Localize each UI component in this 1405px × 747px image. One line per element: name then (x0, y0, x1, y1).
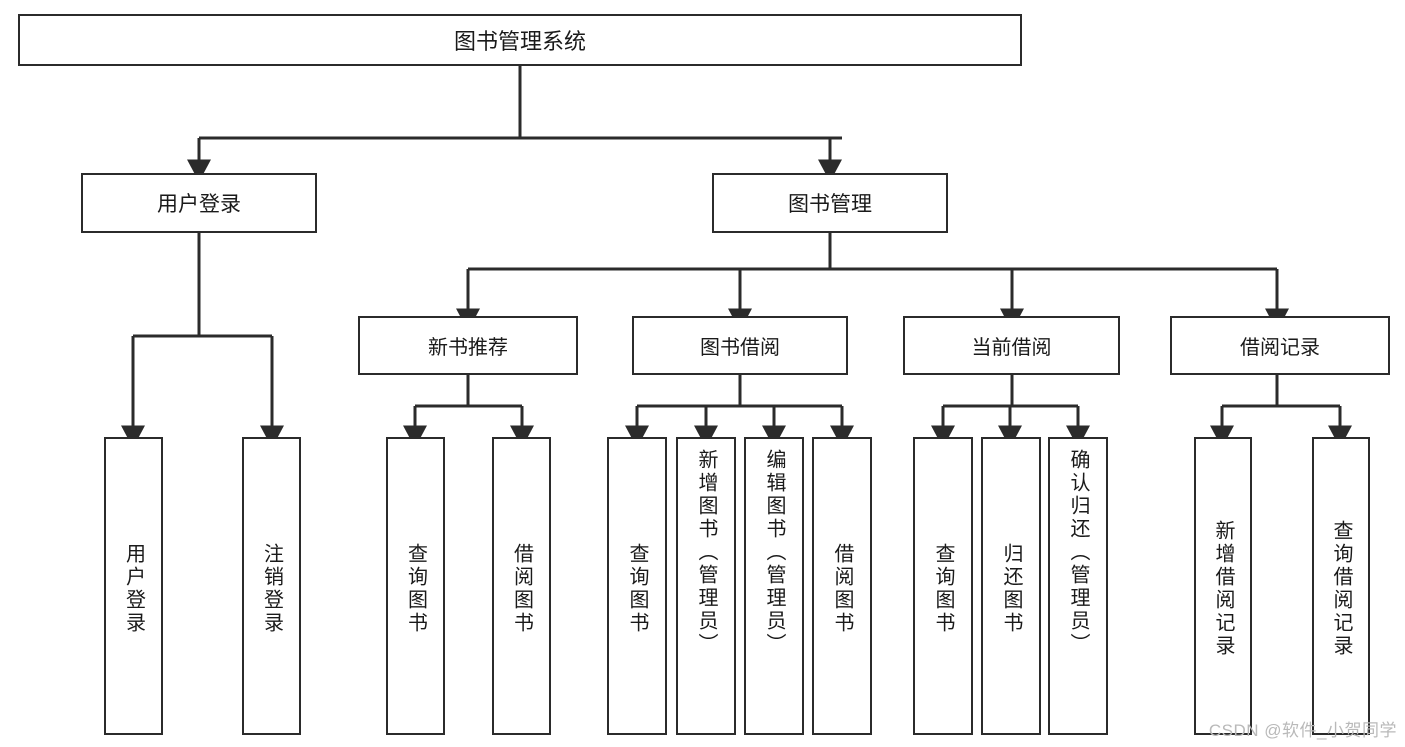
leaf-text-wrap: 用户登录 (106, 445, 161, 733)
leaf-borrow-add-book-admin[interactable]: 新增图书（管理员） (676, 437, 736, 735)
leaf-record-query-record[interactable]: 查询借阅记录 (1312, 437, 1370, 735)
leaf-recommend-borrow-book[interactable]: 借阅图书 (492, 437, 551, 735)
leaf-label: 编辑图书（管理员） (763, 449, 785, 656)
leaf-current-confirm-return-admin[interactable]: 确认归还（管理员） (1048, 437, 1108, 735)
leaf-text-wrap: 查询借阅记录 (1314, 445, 1368, 733)
leaf-label: 归还图书 (1000, 543, 1022, 635)
leaf-label: 借阅图书 (510, 543, 533, 635)
leaf-record-add-record[interactable]: 新增借阅记录 (1194, 437, 1252, 735)
leaf-current-return-book[interactable]: 归还图书 (981, 437, 1041, 735)
node-label: 用户登录 (157, 193, 241, 216)
leaf-text-wrap: 查询图书 (388, 445, 443, 733)
leaf-label: 查询图书 (932, 543, 954, 635)
node-label: 图书管理 (788, 193, 872, 216)
leaf-label: 用户登录 (122, 543, 145, 635)
leaf-text-wrap: 新增图书（管理员） (678, 445, 734, 737)
node-root-system[interactable]: 图书管理系统 (18, 14, 1022, 66)
leaf-current-query-book[interactable]: 查询图书 (913, 437, 973, 735)
leaf-text-wrap: 新增借阅记录 (1196, 445, 1250, 733)
node-book-borrow[interactable]: 图书借阅 (632, 316, 848, 375)
leaf-label: 查询借阅记录 (1330, 520, 1352, 658)
leaf-user-login-signin[interactable]: 用户登录 (104, 437, 163, 735)
leaf-borrow-borrow-book[interactable]: 借阅图书 (812, 437, 872, 735)
leaf-text-wrap: 借阅图书 (494, 445, 549, 733)
node-label: 图书管理系统 (453, 29, 586, 54)
leaf-borrow-edit-book-admin[interactable]: 编辑图书（管理员） (744, 437, 804, 735)
leaf-recommend-query-book[interactable]: 查询图书 (386, 437, 445, 735)
leaf-text-wrap: 归还图书 (983, 445, 1039, 733)
leaf-text-wrap: 注销登录 (244, 445, 299, 733)
watermark-label: CSDN @软件_小贺同学 (1208, 721, 1397, 740)
leaf-user-login-signout[interactable]: 注销登录 (242, 437, 301, 735)
node-label: 借阅记录 (1240, 337, 1320, 359)
leaf-text-wrap: 编辑图书（管理员） (746, 445, 802, 737)
leaf-label: 查询图书 (404, 543, 427, 635)
leaf-label: 注销登录 (260, 543, 283, 635)
node-current-borrow[interactable]: 当前借阅 (903, 316, 1120, 375)
node-user-login[interactable]: 用户登录 (81, 173, 317, 233)
leaf-text-wrap: 借阅图书 (814, 445, 870, 733)
leaf-label: 确认归还（管理员） (1067, 449, 1089, 656)
leaf-label: 查询图书 (626, 543, 648, 635)
leaf-label: 借阅图书 (831, 543, 853, 635)
leaf-borrow-query-book[interactable]: 查询图书 (607, 437, 667, 735)
node-borrow-record[interactable]: 借阅记录 (1170, 316, 1390, 375)
leaf-text-wrap: 查询图书 (915, 445, 971, 733)
node-book-management[interactable]: 图书管理 (712, 173, 948, 233)
node-label: 图书借阅 (700, 337, 780, 359)
leaf-label: 新增借阅记录 (1212, 520, 1234, 658)
leaf-text-wrap: 确认归还（管理员） (1050, 445, 1106, 737)
node-label: 新书推荐 (428, 337, 508, 359)
leaf-label: 新增图书（管理员） (695, 449, 717, 656)
leaf-text-wrap: 查询图书 (609, 445, 665, 733)
node-new-book-recommend[interactable]: 新书推荐 (358, 316, 578, 375)
node-label: 当前借阅 (971, 337, 1052, 359)
